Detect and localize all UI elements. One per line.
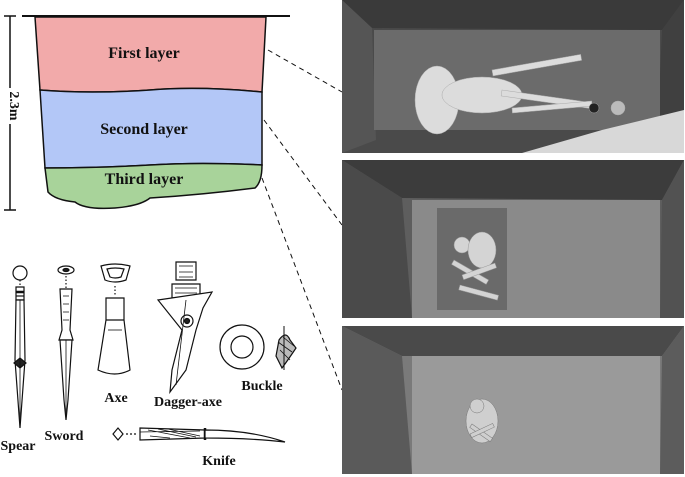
dagger-axe-label: Dagger-axe <box>154 395 222 410</box>
spear-label: Spear <box>1 439 36 454</box>
photo-second-layer <box>342 160 684 318</box>
skeletal-remains-2 <box>451 231 499 301</box>
pit-section: First layer Second layer Third layer 2.3… <box>2 15 343 391</box>
photo-third-layer <box>342 326 684 474</box>
second-layer-label: Second layer <box>100 121 188 138</box>
axe-drawing <box>97 263 131 375</box>
dagger-axe-drawing <box>156 261 214 395</box>
photo-first-layer <box>342 0 684 153</box>
skeletal-remains-1 <box>414 54 626 135</box>
knife-drawing <box>112 427 286 443</box>
buckle-label: Buckle <box>241 379 282 394</box>
knife-label: Knife <box>202 454 235 469</box>
sword-drawing <box>57 265 75 421</box>
sword-label: Sword <box>45 429 84 444</box>
skeletal-remains-3 <box>465 398 499 444</box>
depth-scale: 2.3m <box>2 15 21 211</box>
artifacts <box>12 261 297 443</box>
buckle-drawing <box>219 324 297 370</box>
spear-drawing <box>12 265 28 429</box>
third-layer-area <box>44 162 263 210</box>
depth-label: 2.3m <box>6 91 21 121</box>
axe-label: Axe <box>104 391 127 406</box>
third-layer-label: Third layer <box>105 171 184 188</box>
connector-lines <box>261 49 343 391</box>
first-layer-label: First layer <box>108 45 180 62</box>
